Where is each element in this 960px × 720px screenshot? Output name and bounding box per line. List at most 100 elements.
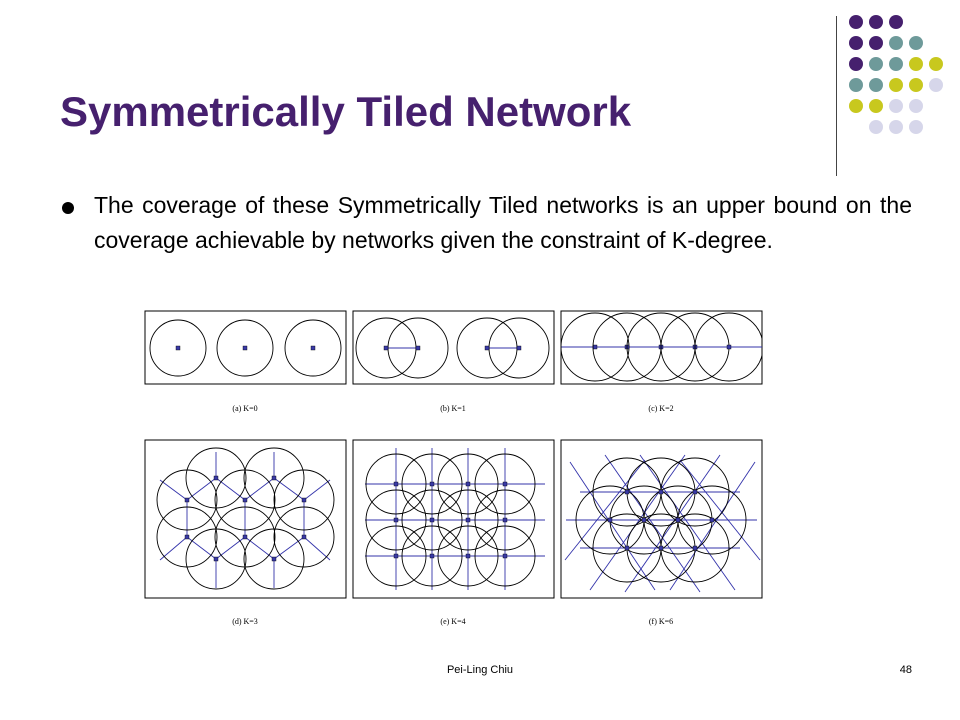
decor-dot <box>869 36 883 50</box>
sensor-node <box>692 489 698 495</box>
sensor-node <box>429 481 435 487</box>
sensor-node <box>692 545 698 551</box>
panel-k1-network <box>355 317 550 379</box>
network-link <box>669 461 756 591</box>
decor-dot <box>849 36 863 50</box>
network-link <box>273 477 305 501</box>
bullet-text: The coverage of these Symmetrically Tile… <box>94 192 912 253</box>
decor-dot <box>909 78 923 92</box>
sensor-node <box>175 345 181 351</box>
coverage-circle <box>365 489 427 551</box>
sensor-node <box>502 553 508 559</box>
coverage-circle <box>214 469 276 531</box>
coverage-circle <box>474 489 536 551</box>
sensor-node <box>184 497 190 503</box>
coverage-circle <box>365 525 427 587</box>
decorative-dot-grid <box>849 15 943 134</box>
decor-dot <box>869 57 883 71</box>
sensor-node <box>502 481 508 487</box>
decor-dot <box>849 15 863 29</box>
sensor-node <box>310 345 316 351</box>
network-link <box>639 454 736 591</box>
decor-dot <box>909 120 923 134</box>
sensor-node <box>465 553 471 559</box>
panel-k3-frame <box>144 439 347 599</box>
decor-dot <box>869 120 883 134</box>
network-link <box>159 536 188 561</box>
sensor-node <box>658 545 664 551</box>
sensor-node <box>393 553 399 559</box>
coverage-circle <box>437 489 499 551</box>
panel-k0: (a) K=0 <box>144 310 347 413</box>
coverage-circle <box>273 506 335 568</box>
decor-dot <box>869 99 883 113</box>
sensor-node <box>213 475 219 481</box>
decor-dot <box>869 78 883 92</box>
sensor-node <box>415 345 421 351</box>
sensor-node <box>213 556 219 562</box>
coverage-circle <box>273 469 335 531</box>
panel-k4-network <box>365 448 545 590</box>
decor-dot <box>849 99 863 113</box>
decor-dot <box>869 15 883 29</box>
sensor-node <box>465 517 471 523</box>
sensor-node <box>184 534 190 540</box>
sensor-node <box>592 344 598 350</box>
coverage-circle <box>401 489 463 551</box>
panel-k6: (f) K=6 <box>560 439 763 626</box>
network-link <box>589 454 686 591</box>
bullet-dot-icon <box>62 202 74 214</box>
sensor-node <box>271 556 277 562</box>
network-link <box>159 479 188 501</box>
coverage-circle <box>216 319 274 377</box>
decor-dot <box>849 57 863 71</box>
caption-k2: (c) K=2 <box>648 404 673 413</box>
coverage-circle <box>149 319 207 377</box>
header-divider-line <box>836 16 837 176</box>
sensor-node <box>516 345 522 351</box>
caption-k4: (e) K=4 <box>440 617 465 626</box>
panel-k4-frame <box>352 439 555 599</box>
panel-k3: (d) K=3 <box>144 439 347 626</box>
coverage-circle <box>156 469 218 531</box>
network-link <box>303 536 331 561</box>
coverage-circle <box>284 319 342 377</box>
coverage-circle <box>474 525 536 587</box>
sensor-node <box>624 489 630 495</box>
footer-author: Pei-Ling Chiu <box>446 664 514 676</box>
coverage-circle <box>694 312 762 382</box>
decor-dot <box>889 78 903 92</box>
sensor-node <box>242 497 248 503</box>
sensor-node <box>641 517 647 523</box>
panel-k6-network <box>564 454 761 593</box>
sensor-node <box>465 481 471 487</box>
decor-dot <box>849 78 863 92</box>
panel-k0-network <box>149 319 342 377</box>
coverage-circle <box>401 453 463 515</box>
sensor-node <box>393 481 399 487</box>
network-link <box>273 536 305 560</box>
footer-page-number: 48 <box>899 664 912 676</box>
sensor-node <box>429 517 435 523</box>
decor-dot <box>889 120 903 134</box>
coverage-circle <box>365 453 427 515</box>
decor-dot <box>889 15 903 29</box>
sensor-node <box>607 517 613 523</box>
decor-dot <box>909 36 923 50</box>
sensor-node <box>301 497 307 503</box>
network-link <box>679 459 761 561</box>
sensor-node <box>709 517 715 523</box>
bullet-item: The coverage of these Symmetrically Tile… <box>62 188 912 258</box>
sensor-node <box>383 345 389 351</box>
decor-dot <box>909 99 923 113</box>
panel-k3-network <box>156 447 335 590</box>
sensor-node <box>242 534 248 540</box>
sensor-node <box>393 517 399 523</box>
sensor-node <box>242 345 248 351</box>
coverage-circle <box>185 528 247 590</box>
caption-k1: (b) K=1 <box>440 404 466 413</box>
caption-k0: (a) K=0 <box>232 404 257 413</box>
network-link <box>624 454 721 593</box>
panel-k2: (c) K=2 <box>560 310 763 413</box>
